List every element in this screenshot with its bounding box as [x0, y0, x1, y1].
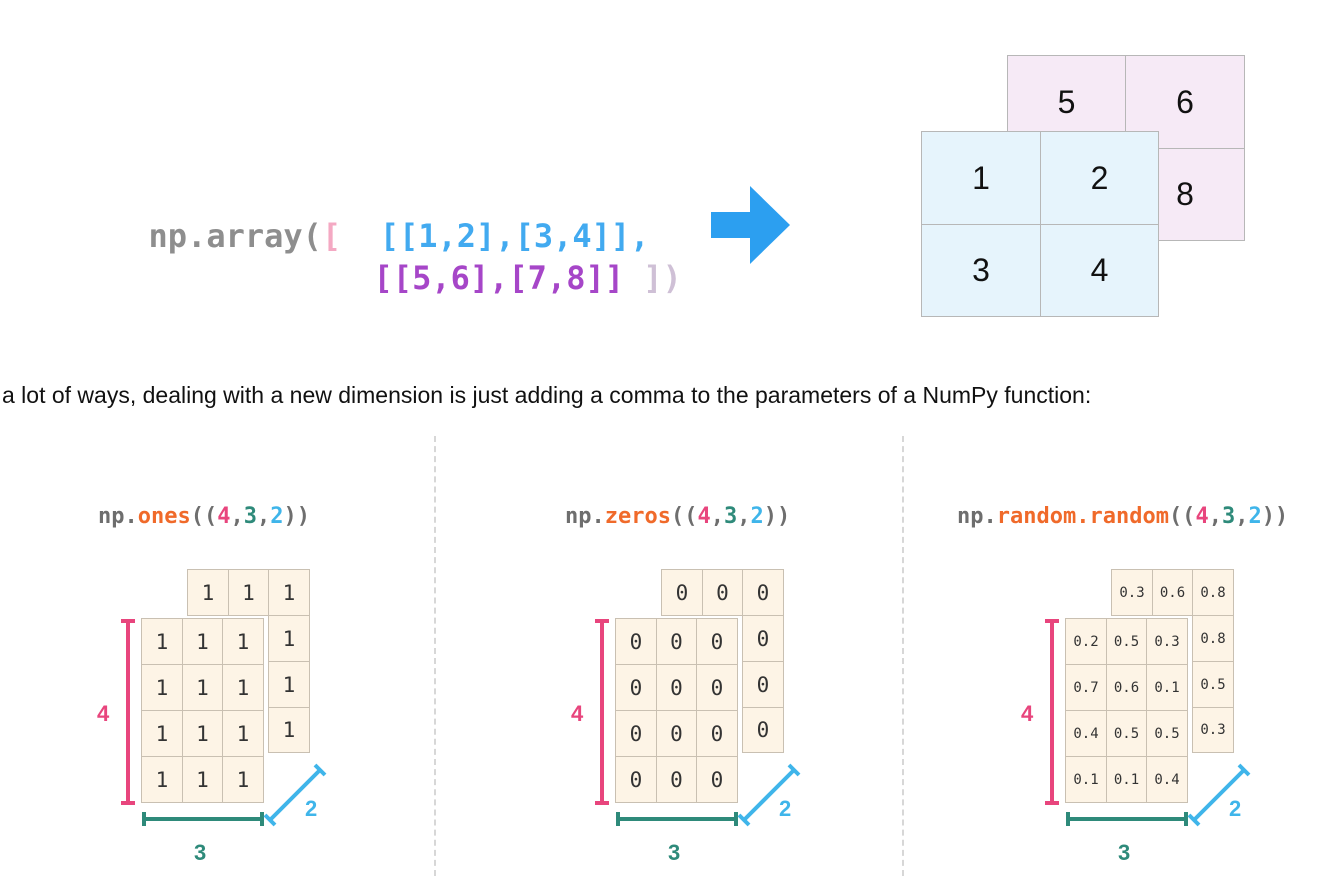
back-cell: 0	[742, 707, 784, 753]
front-cell: 0.5	[1106, 710, 1147, 757]
front-cell: 0.5	[1106, 618, 1147, 665]
front-cell: 0	[696, 756, 738, 803]
random-function-label: np.random.random((4,3,2))	[957, 504, 1289, 529]
front-cell: 3	[921, 224, 1041, 317]
depth-dimension-bracket	[263, 763, 327, 827]
code-first-matrix: [[1,2],[3,4]],	[379, 217, 650, 255]
back-cell: 0.8	[1192, 615, 1234, 662]
column-divider	[434, 436, 436, 876]
front-cell: 0.4	[1065, 710, 1107, 757]
back-cell: 0.6	[1152, 569, 1193, 616]
array-code-line-1: np.array([ [[1,2],[3,4]],	[110, 188, 650, 255]
front-cell: 1	[222, 618, 264, 665]
front-cell: 0	[615, 756, 657, 803]
cols-dimension-bracket	[616, 812, 738, 826]
rows-dimension-label: 4	[97, 701, 110, 726]
front-cell: 1	[222, 664, 264, 711]
back-cell: 0.8	[1192, 569, 1234, 616]
code-second-matrix: [[5,6],[7,8]]	[373, 259, 624, 297]
cols-dimension-label: 3	[1118, 840, 1131, 865]
front-cell: 0	[615, 664, 657, 711]
code-func: np.array(	[148, 217, 322, 255]
back-cell: 0	[661, 569, 703, 616]
front-cell: 4	[1040, 224, 1159, 317]
front-cell: 1	[182, 618, 223, 665]
back-cell: 0	[742, 615, 784, 662]
back-cell: 0.3	[1111, 569, 1153, 616]
front-cell: 0	[696, 618, 738, 665]
back-cell: 1	[187, 569, 229, 616]
back-cell: 1	[268, 615, 310, 662]
front-cell: 0	[656, 618, 697, 665]
cols-dimension-bracket	[1066, 812, 1188, 826]
back-cell: 0	[742, 661, 784, 708]
depth-dimension-label: 2	[779, 796, 792, 821]
front-cell: 1	[182, 710, 223, 757]
cols-dimension-bracket	[142, 812, 264, 826]
front-cell: 0	[656, 756, 697, 803]
front-cell: 0.1	[1146, 664, 1188, 711]
cols-dimension-label: 3	[194, 840, 207, 865]
front-cell: 1	[222, 756, 264, 803]
front-cell: 1	[141, 756, 183, 803]
front-cell: 0.7	[1065, 664, 1107, 711]
front-cell: 1	[182, 756, 223, 803]
front-cell: 1	[182, 664, 223, 711]
front-cell: 0	[615, 618, 657, 665]
depth-dimension-label: 2	[305, 796, 318, 821]
back-cell: 0.3	[1192, 707, 1234, 753]
front-cell: 0.2	[1065, 618, 1107, 665]
depth-dimension-label: 2	[1229, 796, 1242, 821]
front-cell: 1	[222, 710, 264, 757]
front-cell: 0	[656, 710, 697, 757]
column-divider	[902, 436, 904, 876]
front-cell: 0	[656, 664, 697, 711]
front-cell: 1	[141, 664, 183, 711]
back-cell: 0.5	[1192, 661, 1234, 708]
front-cell: 2	[1040, 131, 1159, 225]
rows-dimension-bracket	[121, 619, 135, 805]
zeros-function-label: np.zeros((4,3,2))	[565, 504, 791, 529]
front-cell: 0.1	[1106, 756, 1147, 803]
front-cell: 1	[141, 618, 183, 665]
back-cell: 0	[742, 569, 784, 616]
ones-function-label: np.ones((4,3,2))	[98, 504, 310, 529]
front-cell: 0.4	[1146, 756, 1188, 803]
front-cell: 0.3	[1146, 618, 1188, 665]
back-cell: 1	[268, 661, 310, 708]
depth-dimension-bracket	[737, 763, 801, 827]
back-cell: 1	[228, 569, 269, 616]
right-arrow-icon	[711, 186, 790, 264]
front-cell: 1	[921, 131, 1041, 225]
rows-dimension-bracket	[1045, 619, 1059, 805]
front-cell: 0.1	[1065, 756, 1107, 803]
array-code-line-2: [[5,6],[7,8]] ])	[335, 230, 682, 294]
front-cell: 0	[696, 710, 738, 757]
code-outer-bracket: [	[321, 217, 342, 255]
front-cell: 0.5	[1146, 710, 1188, 757]
rows-dimension-label: 4	[1021, 701, 1034, 726]
rows-dimension-bracket	[595, 619, 609, 805]
cols-dimension-label: 3	[668, 840, 681, 865]
description-text: a lot of ways, dealing with a new dimens…	[2, 382, 1092, 408]
front-cell: 1	[141, 710, 183, 757]
back-cell: 1	[268, 707, 310, 753]
back-cell: 0	[702, 569, 743, 616]
front-cell: 0.6	[1106, 664, 1147, 711]
front-cell: 0	[696, 664, 738, 711]
back-cell: 1	[268, 569, 310, 616]
depth-dimension-bracket	[1187, 763, 1251, 827]
rows-dimension-label: 4	[571, 701, 584, 726]
front-cell: 0	[615, 710, 657, 757]
code-close: ])	[643, 259, 682, 297]
